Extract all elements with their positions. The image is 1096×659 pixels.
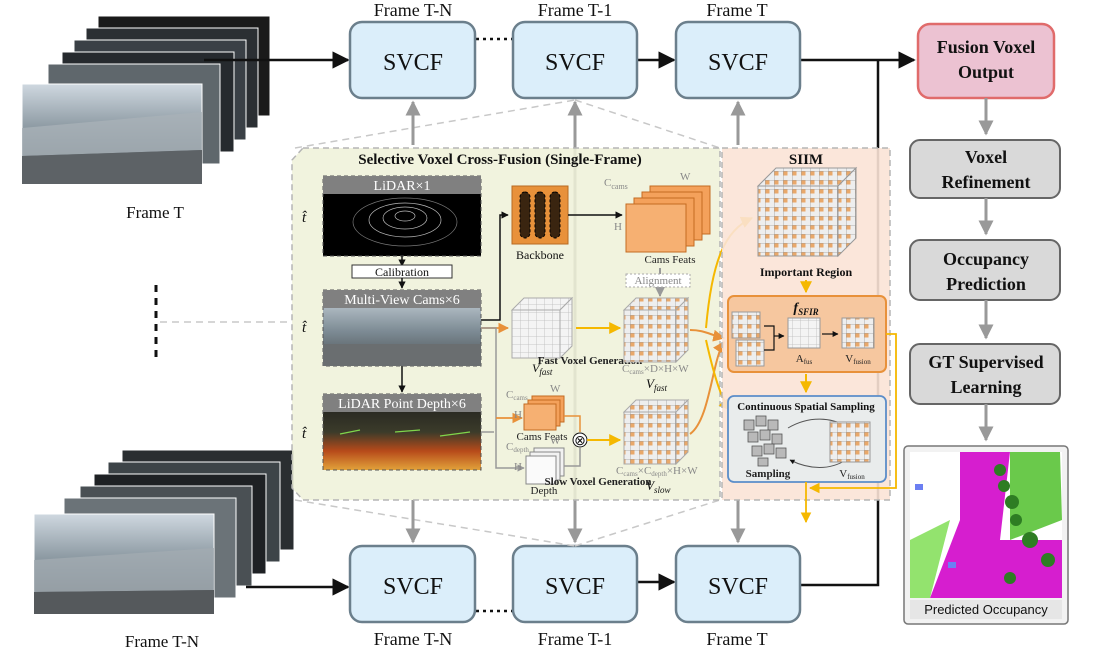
bottom-svcf-1: SVCF Frame T-N	[348, 544, 477, 649]
bottom-svcf-2-label: SVCF	[545, 574, 605, 600]
cams-feats-stack: Ccams W H Cams Feats	[604, 171, 711, 266]
top-svcf-2-frame: Frame T-1	[538, 0, 613, 20]
refinement-label-1: Voxel	[965, 147, 1007, 167]
cams-feats-small-label: Cams Feats	[516, 431, 567, 443]
gt-box: GT Supervised Learning	[909, 343, 1061, 405]
top-svcf-1-frame: Frame T-N	[374, 0, 453, 20]
occupancy-label-2: Prediction	[946, 274, 1026, 294]
important-region-label: Important Region	[760, 265, 853, 279]
top-svcf-3-frame: Frame T	[706, 0, 767, 20]
a-fus-label: Afus	[796, 353, 813, 366]
css-title: Continuous Spatial Sampling	[737, 401, 875, 413]
sfir-block: fSFIR Afus Vfusion	[727, 295, 887, 373]
gt-label-2: Learning	[950, 377, 1021, 397]
bottom-frame-stack	[33, 449, 295, 615]
siim-title: SIIM	[789, 152, 823, 168]
top-svcf-1-label: SVCF	[383, 50, 443, 76]
bottom-svcf-2: SVCF Frame T-1	[511, 544, 639, 649]
predicted-label: Predicted Occupancy	[924, 602, 1048, 617]
t-hat-1: t̂	[302, 210, 307, 226]
output-box: Fusion Voxel Output	[916, 22, 1056, 100]
slow-voxel-grid: Ccams×Cdepth×H×W Vslow	[616, 398, 698, 495]
sfir-label: fSFIR	[793, 301, 818, 317]
v-fast-out-label: Vfast	[646, 376, 667, 393]
c-depth-label: Cdepth	[506, 441, 529, 454]
perspective-lines	[160, 99, 721, 547]
lidar-depth-label: LiDAR Point Depth×6	[338, 397, 466, 412]
refinement-label-2: Refinement	[942, 172, 1031, 192]
top-svcf-3-label: SVCF	[708, 50, 768, 76]
sampling-label: Sampling	[746, 468, 791, 480]
css-block: Continuous Spatial Sampling Sampling Vfu…	[727, 395, 887, 483]
depth-label: Depth	[531, 485, 558, 497]
calibration-label: Calibration	[375, 265, 429, 279]
v-fusion-label: Vfusion	[845, 353, 871, 366]
lidar-label: LiDAR×1	[374, 179, 431, 194]
occupancy-box: Occupancy Prediction	[909, 239, 1061, 301]
top-frame-stack	[21, 15, 271, 185]
small-c-cams: Ccams	[506, 389, 528, 402]
multiview-input: Multi-View Cams×6	[322, 289, 482, 367]
backbone-label: Backbone	[516, 248, 564, 262]
top-svcf-3: Frame T SVCF	[674, 0, 802, 100]
fast-gen-label: Fast Voxel Generation	[538, 355, 643, 367]
small-w: W	[550, 383, 561, 395]
fast-voxel-grid: Ccams×D×H×W Vfast	[622, 296, 689, 393]
slow-dims-label: Ccams×Cdepth×H×W	[616, 465, 698, 478]
v-fast-label: Vfast	[532, 361, 553, 377]
depth-block: Cdepth W H Depth	[506, 435, 565, 497]
alignment-box	[625, 273, 691, 288]
refinement-box: Voxel Refinement	[909, 139, 1061, 199]
h-label: H	[614, 221, 622, 233]
output-label-2: Output	[958, 62, 1014, 82]
depth-w: W	[550, 435, 561, 447]
v-fusion2-label: Vfusion	[839, 468, 865, 481]
svcf-panel-title: Selective Voxel Cross-Fusion (Single-Fra…	[358, 152, 641, 168]
alignment-label: Alignment	[634, 275, 681, 287]
bottom-svcf-2-frame: Frame T-1	[538, 629, 613, 649]
t-hat-3: t̂	[302, 426, 307, 442]
w-label: W	[680, 171, 691, 183]
top-svcf-2: Frame T-1 SVCF	[511, 0, 639, 100]
slow-gen-label: Slow Voxel Generation	[545, 476, 652, 488]
bottom-svcf-1-label: SVCF	[383, 574, 443, 600]
output-label-1: Fusion Voxel	[937, 37, 1036, 57]
occupancy-label-1: Occupancy	[943, 249, 1029, 269]
cams-feats-small: Ccams W H Cams Feats	[506, 383, 568, 443]
multiview-label: Multi-View Cams×6	[344, 293, 460, 308]
small-h: H	[514, 409, 522, 421]
top-svcf-1: Frame T-N SVCF	[348, 0, 477, 100]
lidar-input: LiDAR×1	[322, 175, 482, 257]
fast-dims-label: Ccams×D×H×W	[622, 363, 689, 376]
lidar-depth-input: LiDAR Point Depth×6	[322, 393, 482, 471]
bottom-svcf-3-frame: Frame T	[706, 629, 767, 649]
gt-label-1: GT Supervised	[928, 352, 1043, 372]
t-hat-2: t̂	[302, 320, 307, 336]
predicted-occupancy: Predicted Occupancy	[903, 445, 1069, 625]
backbone-block: Backbone	[511, 185, 569, 262]
cams-feats-label: Cams Feats	[644, 254, 695, 266]
bottom-frames-caption: Frame T-N	[125, 632, 199, 651]
cross-symbol: ⊗	[574, 434, 586, 449]
bottom-svcf-1-frame: Frame T-N	[374, 629, 453, 649]
bottom-svcf-3-label: SVCF	[708, 574, 768, 600]
top-frames-caption: Frame T	[126, 203, 184, 222]
bottom-svcf-3: SVCF Frame T	[674, 544, 802, 649]
top-svcf-2-label: SVCF	[545, 50, 605, 76]
important-region-cube: Important Region	[756, 166, 858, 279]
c-cams-label: Ccams	[604, 177, 628, 191]
depth-h: H	[514, 461, 522, 473]
v-fast-grid: Vfast Fast Voxel Generation	[510, 296, 643, 377]
v-slow-label: Vslow	[646, 478, 670, 495]
